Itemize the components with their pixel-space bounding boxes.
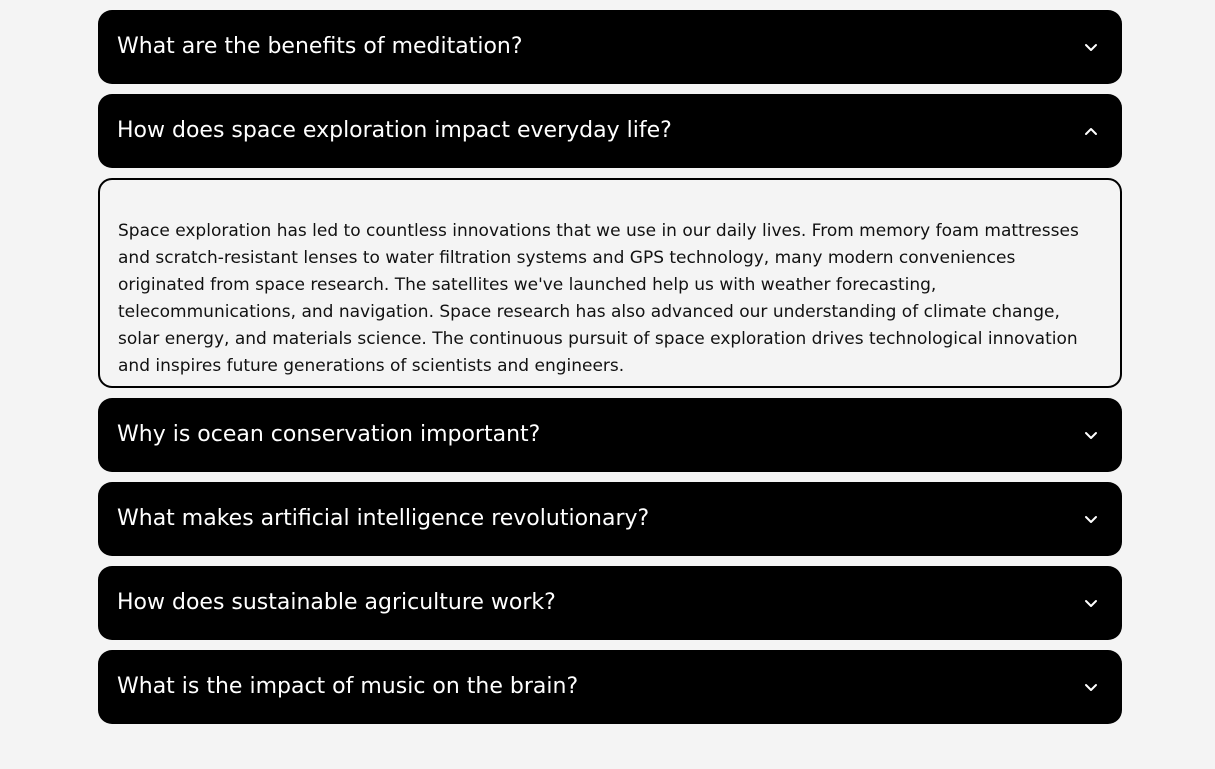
faq-item-music-brain: What is the impact of music on the brain… bbox=[98, 650, 1122, 724]
faq-question-button[interactable]: How does space exploration impact everyd… bbox=[98, 94, 1122, 168]
faq-question-text: Why is ocean conservation important? bbox=[117, 422, 541, 447]
faq-item-space-exploration: How does space exploration impact everyd… bbox=[98, 94, 1122, 388]
faq-question-button[interactable]: What makes artificial intelligence revol… bbox=[98, 482, 1122, 556]
faq-question-text: What makes artificial intelligence revol… bbox=[117, 506, 650, 531]
faq-answer-text: Space exploration has led to countless i… bbox=[118, 221, 1079, 376]
faq-question-text: What are the benefits of meditation? bbox=[117, 34, 523, 59]
chevron-down-icon bbox=[1082, 38, 1100, 56]
faq-question-button[interactable]: How does sustainable agriculture work? bbox=[98, 566, 1122, 640]
faq-item-sustainable-agriculture: How does sustainable agriculture work? bbox=[98, 566, 1122, 640]
faq-accordion: What are the benefits of meditation? How… bbox=[98, 10, 1122, 734]
faq-question-text: What is the impact of music on the brain… bbox=[117, 674, 579, 699]
faq-answer-panel: Space exploration has led to countless i… bbox=[98, 178, 1122, 388]
chevron-up-icon bbox=[1082, 122, 1100, 140]
faq-question-text: How does sustainable agriculture work? bbox=[117, 590, 556, 615]
faq-question-button[interactable]: What is the impact of music on the brain… bbox=[98, 650, 1122, 724]
chevron-down-icon bbox=[1082, 678, 1100, 696]
faq-item-ocean-conservation: Why is ocean conservation important? bbox=[98, 398, 1122, 472]
faq-question-button[interactable]: Why is ocean conservation important? bbox=[98, 398, 1122, 472]
chevron-down-icon bbox=[1082, 426, 1100, 444]
chevron-down-icon bbox=[1082, 510, 1100, 528]
faq-question-button[interactable]: What are the benefits of meditation? bbox=[98, 10, 1122, 84]
faq-item-artificial-intelligence: What makes artificial intelligence revol… bbox=[98, 482, 1122, 556]
faq-item-meditation: What are the benefits of meditation? bbox=[98, 10, 1122, 84]
chevron-down-icon bbox=[1082, 594, 1100, 612]
faq-question-text: How does space exploration impact everyd… bbox=[117, 118, 672, 143]
